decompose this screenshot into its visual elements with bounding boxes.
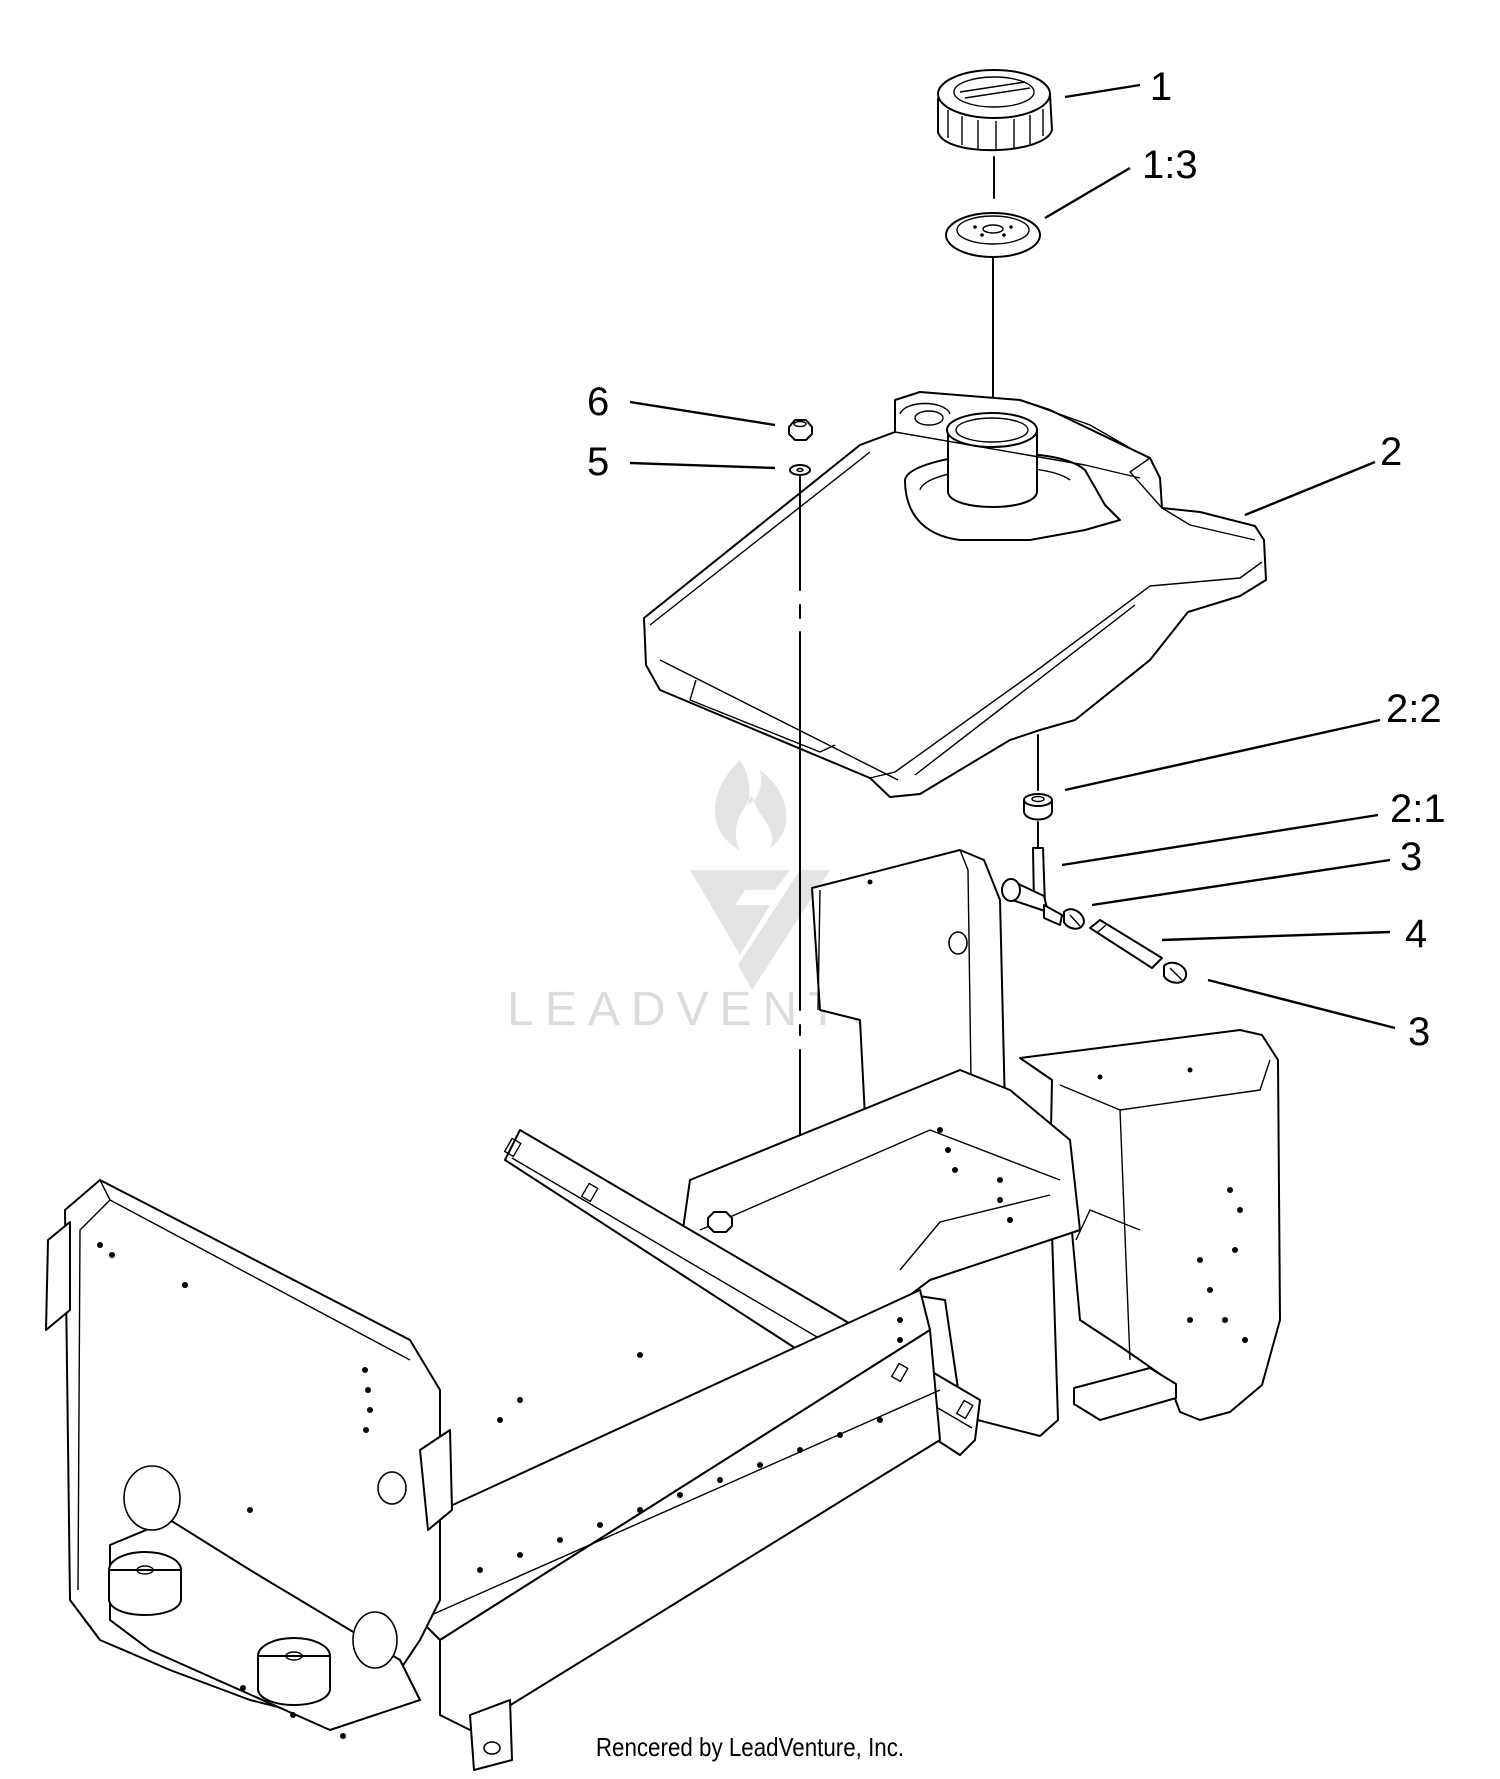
callout-2: 2 — [1380, 430, 1402, 474]
callout-4: 4 — [1405, 912, 1427, 956]
callout-labels: 1 1:3 6 5 2 2:2 2:1 3 4 3 — [587, 65, 1446, 1054]
fuel-tank — [643, 391, 1267, 798]
watermark-v-icon — [690, 870, 830, 990]
callout-leaders — [629, 83, 1396, 1030]
washer — [789, 464, 811, 476]
fuel-cap — [937, 69, 1053, 152]
hose-clamp-lower — [1163, 961, 1188, 984]
nut — [788, 419, 813, 441]
tank-bushing — [1023, 793, 1053, 821]
cap-gasket — [945, 212, 1041, 258]
callout-6: 6 — [587, 380, 609, 424]
callout-1: 1 — [1150, 65, 1172, 109]
callout-1-3: 1:3 — [1142, 143, 1198, 187]
chassis-frame — [45, 849, 1281, 1771]
callout-2-2: 2:2 — [1386, 687, 1442, 731]
callout-3-lower: 3 — [1408, 1010, 1430, 1054]
hose-clamp-upper — [1063, 908, 1085, 930]
callout-3-upper: 3 — [1400, 835, 1422, 879]
callout-2-1: 2:1 — [1390, 787, 1446, 831]
elbow-fitting — [1001, 847, 1063, 926]
fuel-line — [1089, 919, 1163, 969]
render-credit: Rencered by LeadVenture, Inc. — [595, 1732, 905, 1762]
watermark-flame-icon — [714, 760, 787, 850]
callout-5: 5 — [587, 440, 609, 484]
